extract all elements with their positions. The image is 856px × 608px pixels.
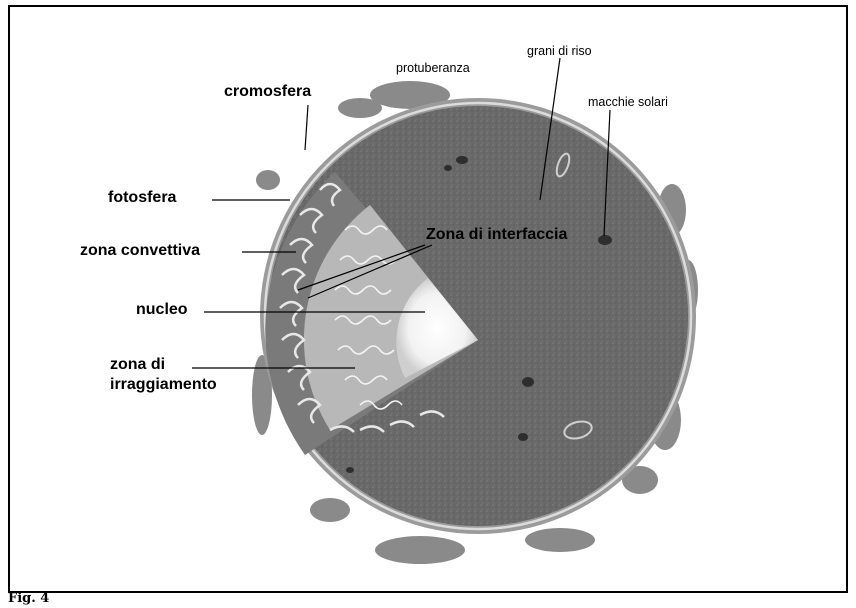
label-protuberanza: protuberanza bbox=[396, 62, 470, 75]
label-zona-di-interfaccia: Zona di interfaccia bbox=[426, 227, 567, 244]
label-zona-irraggiamento-2: irraggiamento bbox=[110, 377, 217, 394]
label-fotosfera: fotosfera bbox=[108, 190, 176, 207]
label-macchie-solari: macchie solari bbox=[588, 96, 668, 109]
label-cromosfera: cromosfera bbox=[224, 84, 311, 101]
label-grani-di-riso: grani di riso bbox=[527, 45, 592, 58]
label-nucleo: nucleo bbox=[136, 302, 188, 319]
label-zona-convettiva: zona convettiva bbox=[80, 243, 200, 260]
figure-caption: Fig. 4 bbox=[8, 591, 49, 606]
label-zona-irraggiamento-1: zona di bbox=[110, 357, 165, 374]
